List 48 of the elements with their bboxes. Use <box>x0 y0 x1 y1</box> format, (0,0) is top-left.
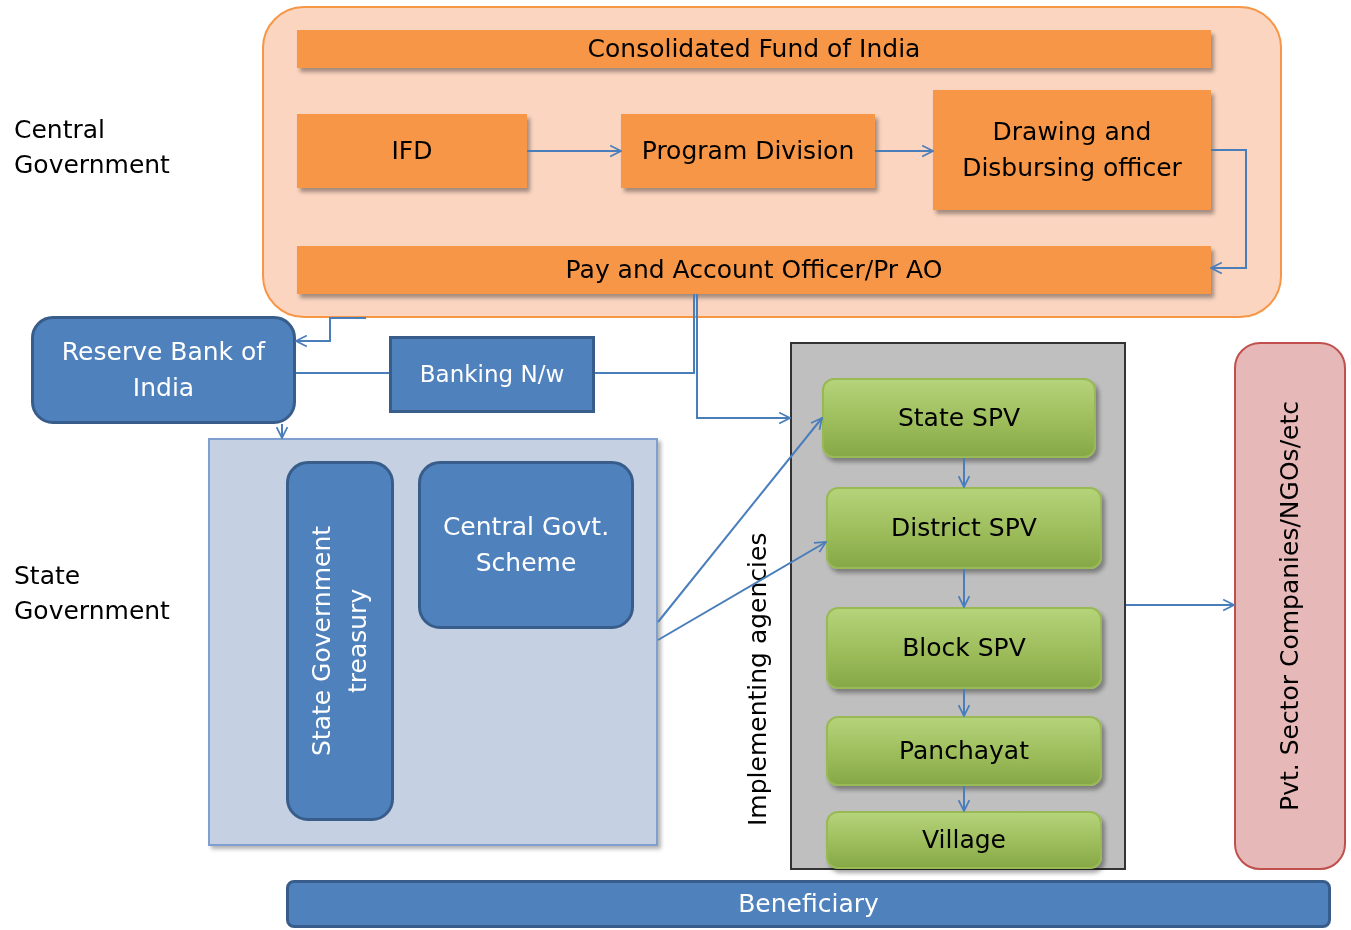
box-label: District SPV <box>890 511 1038 544</box>
box-label: Pay and Account Officer/Pr AO <box>564 253 944 286</box>
level-box <box>826 811 1102 869</box>
process-box <box>297 246 1211 294</box>
box-label: Reserve Bank of India <box>60 335 267 404</box>
level-box <box>826 716 1102 786</box>
process-box <box>297 30 1211 68</box>
connector-arrow <box>1125 598 1235 612</box>
box-label: Beneficiary <box>737 887 880 920</box>
process-box <box>31 316 296 424</box>
connector-arrow <box>657 417 823 623</box>
box-label: Pvt. Sector Companies/NGOs/etc <box>1273 400 1305 813</box>
box-label: Program Division <box>640 134 856 167</box>
box-label: Block SPV <box>901 631 1027 664</box>
group-heading: State Government <box>14 560 171 627</box>
connector-arrow <box>275 423 289 439</box>
box-label: Drawing and Disbursing officer <box>961 115 1183 184</box>
connector-arrow <box>295 317 367 348</box>
connector-arrow <box>957 785 971 812</box>
level-box <box>822 378 1096 458</box>
box-label: State Government treasury <box>305 525 373 758</box>
box-label: Panchayat <box>898 734 1030 767</box>
box-label: Banking N/w <box>418 359 566 389</box>
process-box <box>933 90 1211 210</box>
box-label: Central Govt. Scheme <box>441 510 611 579</box>
process-box <box>418 461 634 629</box>
connector-arrow <box>1210 149 1247 275</box>
level-box <box>826 487 1102 569</box>
box-label: Consolidated Fund of India <box>586 32 922 65</box>
beneficiary-bar <box>286 880 1331 928</box>
connector-arrow <box>526 144 622 158</box>
side-panel <box>1234 342 1346 870</box>
group-heading: Implementing agencies <box>742 531 773 828</box>
connector-arrow <box>657 541 827 641</box>
process-box <box>621 114 875 188</box>
box-label: Village <box>921 823 1007 856</box>
level-box <box>826 607 1102 689</box>
connector-arrow <box>957 688 971 717</box>
connector-arrow <box>957 457 971 488</box>
connector-arrow <box>957 568 971 608</box>
box-label: State SPV <box>896 401 1022 434</box>
process-box <box>389 336 595 413</box>
box-label: IFD <box>390 134 434 167</box>
process-box <box>297 114 527 188</box>
process-box <box>286 461 394 821</box>
group-heading: Central Government <box>14 114 171 181</box>
connector-arrow <box>874 144 934 158</box>
connector-arrow <box>696 293 791 425</box>
